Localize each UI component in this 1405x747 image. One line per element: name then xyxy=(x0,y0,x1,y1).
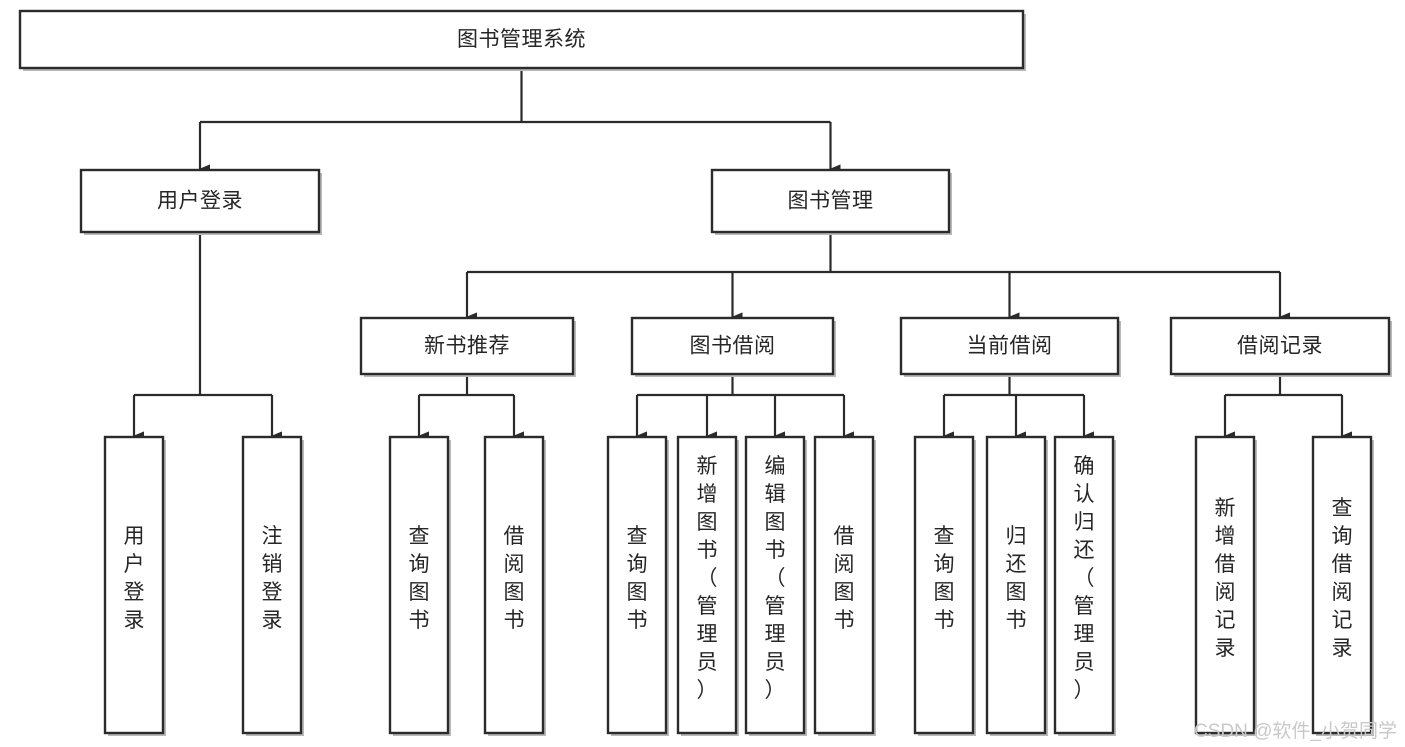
node-label-book-borrow: 图书借阅 xyxy=(690,335,776,358)
node-leaf-confirm-return-admin[interactable]: 确认归还（管理员） xyxy=(1053,435,1116,736)
node-leaf-add-book-admin[interactable]: 新增图书（管理员） xyxy=(676,435,739,736)
node-label-leaf-add-borrow-record: 新增借阅记录 xyxy=(1215,497,1236,660)
edges-layer xyxy=(132,68,1352,441)
node-root[interactable]: 图书管理系统 xyxy=(18,9,1026,71)
node-rect-leaf-add-borrow-record[interactable] xyxy=(1194,435,1256,735)
node-rect-borrow-records[interactable] xyxy=(1169,316,1391,376)
node-label-leaf-edit-book-admin: 编辑图书（管理员） xyxy=(765,455,786,702)
node-rect-leaf-add-book-admin[interactable] xyxy=(676,435,738,735)
node-leaf-query-book-current[interactable]: 查询图书 xyxy=(913,435,976,736)
node-rect-leaf-query-book-recommend[interactable] xyxy=(388,435,450,735)
node-label-root: 图书管理系统 xyxy=(457,28,586,51)
node-rect-book-management[interactable] xyxy=(710,168,951,234)
node-book-borrow[interactable]: 图书借阅 xyxy=(630,316,836,377)
node-rect-book-borrow[interactable] xyxy=(630,316,835,376)
node-leaf-borrow-book-recommend[interactable]: 借阅图书 xyxy=(483,435,546,736)
node-label-leaf-query-book-recommend: 查询图书 xyxy=(409,525,430,632)
node-rect-current-borrow[interactable] xyxy=(899,316,1120,376)
node-label-leaf-return-book: 归还图书 xyxy=(1006,525,1027,632)
node-label-borrow-records: 借阅记录 xyxy=(1237,335,1323,358)
node-label-leaf-borrow-book: 借阅图书 xyxy=(834,525,855,632)
node-label-new-book-recommend: 新书推荐 xyxy=(424,335,510,358)
node-label-leaf-borrow-book-recommend: 借阅图书 xyxy=(504,525,525,632)
node-rect-user-login[interactable] xyxy=(79,168,321,234)
node-rect-leaf-edit-book-admin[interactable] xyxy=(744,435,806,735)
node-leaf-return-book[interactable]: 归还图书 xyxy=(985,435,1048,736)
node-rect-leaf-borrow-book-recommend[interactable] xyxy=(483,435,545,735)
node-rect-root[interactable] xyxy=(18,9,1025,70)
node-new-book-recommend[interactable]: 新书推荐 xyxy=(359,316,576,377)
node-leaf-user-login[interactable]: 用户登录 xyxy=(103,435,166,736)
node-rect-leaf-borrow-book[interactable] xyxy=(813,435,875,735)
node-leaf-query-borrow-record[interactable]: 查询借阅记录 xyxy=(1311,435,1374,736)
node-borrow-records[interactable]: 借阅记录 xyxy=(1169,316,1392,377)
node-rect-leaf-return-book[interactable] xyxy=(985,435,1047,735)
csdn-watermark: CSDN @软件_小贺同学 xyxy=(1194,721,1397,742)
node-label-leaf-query-book-borrow: 查询图书 xyxy=(627,525,648,632)
node-leaf-query-book-borrow[interactable]: 查询图书 xyxy=(606,435,669,736)
node-leaf-borrow-book[interactable]: 借阅图书 xyxy=(813,435,876,736)
nodes-layer: 图书管理系统用户登录图书管理新书推荐图书借阅当前借阅借阅记录用户登录注销登录查询… xyxy=(18,9,1392,736)
node-label-book-management: 图书管理 xyxy=(788,190,874,213)
node-label-leaf-user-login: 用户登录 xyxy=(124,525,145,632)
node-rect-leaf-query-borrow-record[interactable] xyxy=(1311,435,1373,735)
node-leaf-add-borrow-record[interactable]: 新增借阅记录 xyxy=(1194,435,1257,736)
node-user-login[interactable]: 用户登录 xyxy=(79,168,322,235)
node-label-leaf-query-borrow-record: 查询借阅记录 xyxy=(1332,497,1353,660)
node-leaf-query-book-recommend[interactable]: 查询图书 xyxy=(388,435,451,736)
node-rect-leaf-query-book-current[interactable] xyxy=(913,435,975,735)
node-rect-leaf-logout[interactable] xyxy=(241,435,303,735)
node-label-leaf-confirm-return-admin: 确认归还（管理员） xyxy=(1074,455,1095,702)
node-rect-leaf-user-login[interactable] xyxy=(103,435,165,735)
node-label-leaf-logout: 注销登录 xyxy=(262,525,283,632)
node-label-user-login: 用户登录 xyxy=(157,190,243,213)
node-label-leaf-query-book-current: 查询图书 xyxy=(934,525,955,632)
node-current-borrow[interactable]: 当前借阅 xyxy=(899,316,1121,377)
node-label-current-borrow: 当前借阅 xyxy=(967,335,1053,358)
node-label-leaf-add-book-admin: 新增图书（管理员） xyxy=(697,455,718,702)
node-rect-leaf-query-book-borrow[interactable] xyxy=(606,435,668,735)
node-book-management[interactable]: 图书管理 xyxy=(710,168,952,235)
node-rect-leaf-confirm-return-admin[interactable] xyxy=(1053,435,1115,735)
node-rect-new-book-recommend[interactable] xyxy=(359,316,575,376)
node-leaf-edit-book-admin[interactable]: 编辑图书（管理员） xyxy=(744,435,807,736)
node-leaf-logout[interactable]: 注销登录 xyxy=(241,435,304,736)
